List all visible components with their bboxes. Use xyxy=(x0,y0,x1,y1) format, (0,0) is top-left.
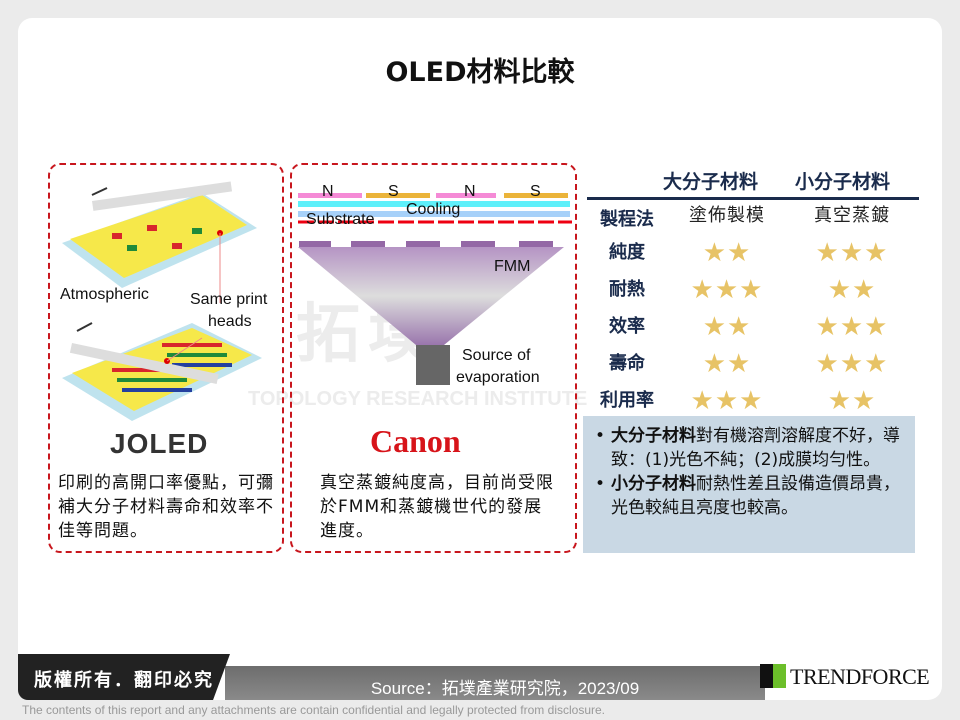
magnet-s-label: S xyxy=(388,183,399,200)
large-molecule-stars: ★★ xyxy=(702,238,752,268)
canon-logo: Canon xyxy=(370,423,461,459)
trendforce-wordmark: TRENDFORCE xyxy=(790,664,930,689)
print-heads-label-2: heads xyxy=(208,313,252,330)
cooling-label: Cooling xyxy=(406,201,461,218)
small-molecule-stars: ★★ xyxy=(827,275,877,305)
large-molecule-method: 塗佈製模 xyxy=(689,205,765,226)
note-bold: 大分子材料 xyxy=(611,426,696,446)
row-label: 利用率 xyxy=(600,390,654,411)
row-label: 純度 xyxy=(609,242,645,263)
watermark-en: TOPOLOGY RESEARCH INSTITUTE xyxy=(248,388,588,410)
substrate-label: Substrate xyxy=(306,211,375,228)
small-molecule-stars: ★★ xyxy=(827,386,877,416)
large-molecule-stars: ★★ xyxy=(702,312,752,342)
source-bar: Source：拓墣產業研究院，2023/09 xyxy=(225,666,765,700)
trendforce-mark-icon xyxy=(760,664,786,688)
row-label: 製程法 xyxy=(600,209,654,230)
large-molecule-stars: ★★★ xyxy=(690,386,764,416)
canon-panel: N S N S Cooling Substrate FMM Source of … xyxy=(290,163,577,553)
row-label: 壽命 xyxy=(609,353,645,374)
table-row: 純度 ★★ ★★★ xyxy=(587,238,919,274)
note-item: 小分子材料耐熱性差且設備造價昂貴，光色較純且亮度也較高。 xyxy=(591,472,907,520)
source-label-1: Source of xyxy=(462,347,531,364)
atmospheric-label: Atmospheric xyxy=(60,286,149,303)
large-molecule-stars: ★★★ xyxy=(690,275,764,305)
magnet-n-label-2: N xyxy=(464,183,476,200)
joled-logo: JOLED xyxy=(110,428,209,459)
inkjet-printing-illustration xyxy=(62,181,262,421)
header-small-molecule: 小分子材料 xyxy=(795,171,891,193)
note-text: 對有機溶劑溶解度不好，導致：(1)光色不純；(2)成膜均勻性。 xyxy=(611,426,900,470)
joled-description: 印刷的高開口率優點，可彌補大分子材料壽命和效率不佳等問題。 xyxy=(58,473,274,541)
page-title: OLED材料比較 xyxy=(385,57,575,88)
notes-box: 大分子材料對有機溶劑溶解度不好，導致：(1)光色不純；(2)成膜均勻性。 小分子… xyxy=(583,416,915,553)
small-molecule-stars: ★★★ xyxy=(815,238,889,268)
header-divider xyxy=(587,197,919,200)
small-molecule-stars: ★★★ xyxy=(815,312,889,342)
header-large-molecule: 大分子材料 xyxy=(663,171,759,193)
small-molecule-stars: ★★★ xyxy=(815,349,889,379)
joled-panel: Atmospheric Same print heads JOLED 印刷的高開… xyxy=(48,163,284,553)
table-row-method: 製程法 塗佈製模 真空蒸鍍 xyxy=(587,205,919,241)
source-label-2: evaporation xyxy=(456,369,540,386)
table-row: 耐熱 ★★★ ★★ xyxy=(587,275,919,311)
magnet-s-label-2: S xyxy=(530,183,541,200)
magnet-n-label: N xyxy=(322,183,334,200)
fmm-label: FMM xyxy=(494,258,531,275)
large-molecule-stars: ★★ xyxy=(702,349,752,379)
print-heads-label-1: Same print xyxy=(190,291,268,308)
note-text: 耐熱性差且設備造價昂貴，光色較純且亮度也較高。 xyxy=(611,474,900,518)
disclaimer: The contents of this report and any atta… xyxy=(22,703,605,717)
canon-description: 真空蒸鍍純度高，目前尚受限於FMM和蒸鍍機世代的發展進度。 xyxy=(320,473,554,541)
note-item: 大分子材料對有機溶劑溶解度不好，導致：(1)光色不純；(2)成膜均勻性。 xyxy=(591,424,907,472)
copyright-badge: 版權所有．翻印必究 xyxy=(18,654,230,700)
table-row: 壽命 ★★ ★★★ xyxy=(587,349,919,385)
row-label: 耐熱 xyxy=(609,279,645,300)
table-row: 效率 ★★ ★★★ xyxy=(587,312,919,348)
trendforce-logo: TRENDFORCE xyxy=(760,664,930,690)
note-bold: 小分子材料 xyxy=(611,474,696,494)
row-label: 效率 xyxy=(609,316,645,337)
small-molecule-method: 真空蒸鍍 xyxy=(814,205,890,226)
vacuum-evaporation-illustration xyxy=(298,193,572,385)
table-row: 利用率 ★★★ ★★ xyxy=(587,386,919,422)
